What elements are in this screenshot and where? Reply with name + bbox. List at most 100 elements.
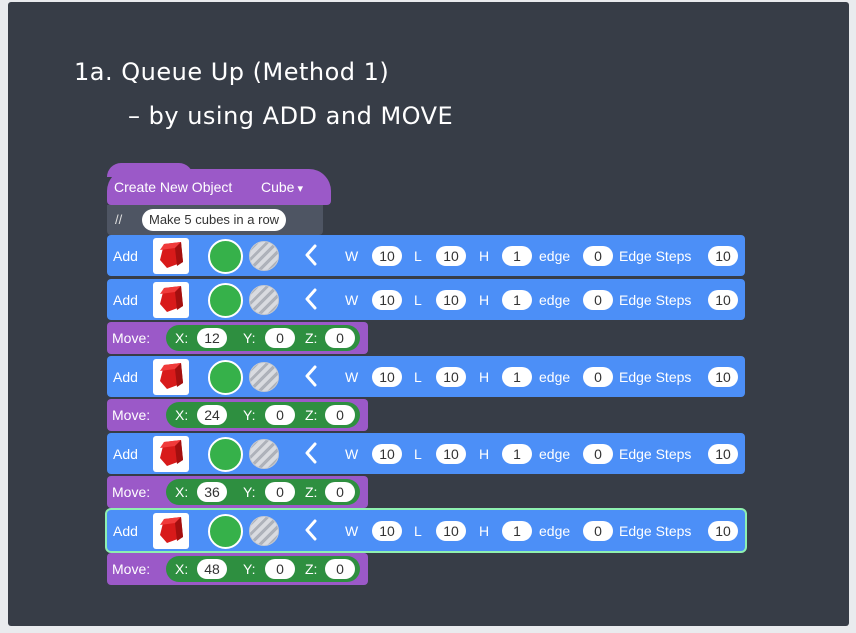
- edge-steps-input[interactable]: 10: [708, 521, 738, 541]
- edge-steps-label: Edge Steps: [619, 292, 692, 308]
- color-circle[interactable]: [208, 514, 243, 549]
- y-input[interactable]: 0: [265, 405, 295, 425]
- edge-steps-label: Edge Steps: [619, 446, 692, 462]
- edge-input[interactable]: 0: [583, 246, 613, 266]
- z-input[interactable]: 0: [325, 482, 355, 502]
- x-input[interactable]: 24: [197, 405, 227, 425]
- add-label: Add: [113, 523, 138, 539]
- h-input[interactable]: 1: [502, 290, 532, 310]
- chevron-left-icon[interactable]: [304, 288, 318, 315]
- edge-input[interactable]: 0: [583, 290, 613, 310]
- w-input[interactable]: 10: [372, 444, 402, 464]
- red-cube-icon[interactable]: [153, 513, 189, 549]
- move-label: Move:: [112, 330, 151, 346]
- color-circle[interactable]: [208, 437, 243, 472]
- add-label: Add: [113, 248, 138, 264]
- w-input[interactable]: 10: [372, 367, 402, 387]
- y-label: Y:: [243, 484, 256, 500]
- texture-circle[interactable]: [249, 516, 279, 546]
- w-label: W: [345, 369, 359, 385]
- z-input[interactable]: 0: [325, 328, 355, 348]
- color-circle[interactable]: [208, 283, 243, 318]
- comment-block[interactable]: // Make 5 cubes in a row: [107, 205, 323, 235]
- h-label: H: [479, 523, 490, 539]
- y-input[interactable]: 0: [265, 559, 295, 579]
- x-label: X:: [175, 330, 189, 346]
- w-label: W: [345, 248, 359, 264]
- texture-circle[interactable]: [249, 362, 279, 392]
- l-label: L: [414, 248, 422, 264]
- shape-dropdown[interactable]: Cube: [261, 179, 303, 195]
- texture-circle[interactable]: [249, 241, 279, 271]
- edge-label: edge: [539, 369, 571, 385]
- comment-input[interactable]: Make 5 cubes in a row: [142, 209, 287, 231]
- texture-circle[interactable]: [249, 285, 279, 315]
- edge-steps-input[interactable]: 10: [708, 444, 738, 464]
- red-cube-icon[interactable]: [153, 282, 189, 318]
- chevron-left-icon[interactable]: [304, 365, 318, 392]
- create-object-block[interactable]: Create New Object Cube: [107, 163, 331, 205]
- add-block-selected[interactable]: Add W 10 L 10 H 1 edge 0 Edge Steps 10: [107, 510, 745, 551]
- x-input[interactable]: 36: [197, 482, 227, 502]
- add-label: Add: [113, 369, 138, 385]
- add-label: Add: [113, 292, 138, 308]
- move-block[interactable]: Move: X: 24 Y: 0 Z: 0: [107, 399, 368, 431]
- edge-input[interactable]: 0: [583, 444, 613, 464]
- edge-label: edge: [539, 248, 571, 264]
- w-input[interactable]: 10: [372, 246, 402, 266]
- z-label: Z:: [305, 407, 318, 423]
- w-label: W: [345, 523, 359, 539]
- h-input[interactable]: 1: [502, 521, 532, 541]
- h-input[interactable]: 1: [502, 367, 532, 387]
- chevron-left-icon[interactable]: [304, 244, 318, 271]
- z-label: Z:: [305, 484, 318, 500]
- chevron-left-icon[interactable]: [304, 442, 318, 469]
- x-input[interactable]: 48: [197, 559, 227, 579]
- l-label: L: [414, 523, 422, 539]
- l-input[interactable]: 10: [436, 521, 466, 541]
- h-input[interactable]: 1: [502, 246, 532, 266]
- add-block[interactable]: Add W 10 L 10 H 1 edge 0 Edge Steps 10: [107, 279, 745, 320]
- edge-input[interactable]: 0: [583, 521, 613, 541]
- z-input[interactable]: 0: [325, 405, 355, 425]
- move-label: Move:: [112, 484, 151, 500]
- red-cube-icon[interactable]: [153, 436, 189, 472]
- color-circle[interactable]: [208, 239, 243, 274]
- edge-steps-input[interactable]: 10: [708, 367, 738, 387]
- z-label: Z:: [305, 330, 318, 346]
- add-block[interactable]: Add W 10 L 10 H 1 edge 0 Edge Steps 10: [107, 356, 745, 397]
- move-block[interactable]: Move: X: 12 Y: 0 Z: 0: [107, 322, 368, 354]
- color-circle[interactable]: [208, 360, 243, 395]
- y-input[interactable]: 0: [265, 328, 295, 348]
- l-input[interactable]: 10: [436, 367, 466, 387]
- h-label: H: [479, 446, 490, 462]
- w-input[interactable]: 10: [372, 290, 402, 310]
- move-block[interactable]: Move: X: 48 Y: 0 Z: 0: [107, 553, 368, 585]
- l-input[interactable]: 10: [436, 444, 466, 464]
- w-input[interactable]: 10: [372, 521, 402, 541]
- slide: 1a. Queue Up (Method 1) – by using ADD a…: [8, 2, 849, 626]
- edge-steps-input[interactable]: 10: [708, 290, 738, 310]
- add-block[interactable]: Add W 10 L 10 H 1 edge 0 Edge Steps 10: [107, 433, 745, 474]
- texture-circle[interactable]: [249, 439, 279, 469]
- move-block[interactable]: Move: X: 36 Y: 0 Z: 0: [107, 476, 368, 508]
- red-cube-icon[interactable]: [153, 359, 189, 395]
- move-label: Move:: [112, 407, 151, 423]
- x-input[interactable]: 12: [197, 328, 227, 348]
- edge-steps-label: Edge Steps: [619, 369, 692, 385]
- edge-label: edge: [539, 446, 571, 462]
- h-input[interactable]: 1: [502, 444, 532, 464]
- z-input[interactable]: 0: [325, 559, 355, 579]
- l-input[interactable]: 10: [436, 246, 466, 266]
- add-block[interactable]: Add W 10 L 10 H 1 edge 0 Edge Steps 10: [107, 235, 745, 276]
- edge-input[interactable]: 0: [583, 367, 613, 387]
- red-cube-icon[interactable]: [153, 238, 189, 274]
- comment-marker: //: [115, 212, 123, 227]
- edge-steps-input[interactable]: 10: [708, 246, 738, 266]
- l-input[interactable]: 10: [436, 290, 466, 310]
- l-label: L: [414, 292, 422, 308]
- x-label: X:: [175, 484, 189, 500]
- chevron-left-icon[interactable]: [304, 519, 318, 546]
- y-input[interactable]: 0: [265, 482, 295, 502]
- y-label: Y:: [243, 407, 256, 423]
